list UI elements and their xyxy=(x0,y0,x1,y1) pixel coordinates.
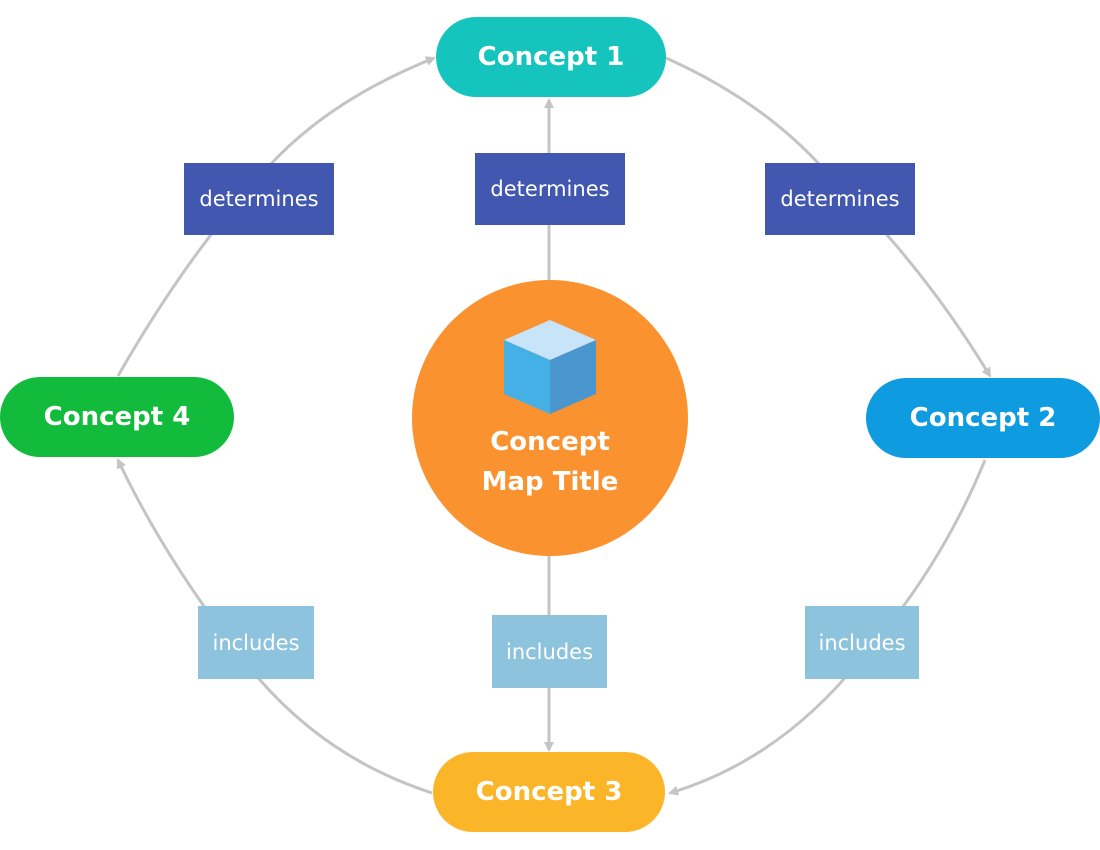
concept-3-node[interactable]: Concept 3 xyxy=(433,752,665,832)
center-title-line-2: Map Title xyxy=(481,467,619,497)
link-label-determines-center[interactable]: determines xyxy=(475,153,625,225)
center-title: Concept Map Title xyxy=(482,422,619,502)
cube-icon xyxy=(504,320,596,414)
edge-concept3-to-concept4 xyxy=(116,458,433,795)
center-title-line-1: Concept xyxy=(490,427,610,457)
link-label-includes-left[interactable]: includes xyxy=(198,606,314,679)
link-label-includes-right[interactable]: includes xyxy=(805,606,919,679)
concept-1-node[interactable]: Concept 1 xyxy=(436,17,666,97)
link-label-determines-left[interactable]: determines xyxy=(184,163,334,235)
concept-4-node[interactable]: Concept 4 xyxy=(0,377,234,457)
concept-2-node[interactable]: Concept 2 xyxy=(866,378,1100,458)
center-topic[interactable]: Concept Map Title xyxy=(412,280,688,556)
link-label-determines-right[interactable]: determines xyxy=(765,163,915,235)
link-label-includes-center[interactable]: includes xyxy=(492,615,607,688)
